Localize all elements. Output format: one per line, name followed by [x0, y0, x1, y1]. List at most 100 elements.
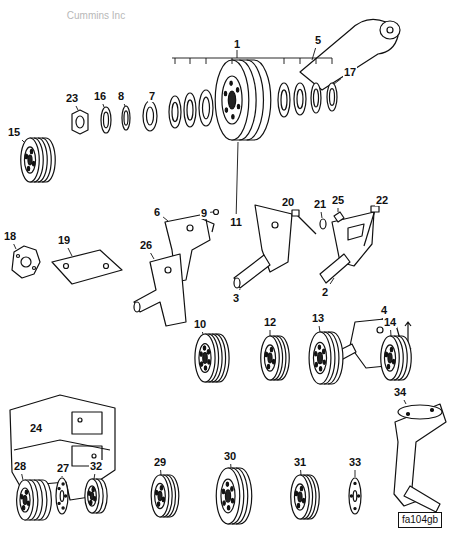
pulley-web — [155, 483, 166, 508]
callout-number: 10 — [193, 318, 207, 330]
bolt-hole — [62, 507, 64, 509]
bolt-hole — [25, 154, 27, 158]
bearing-ring-inner — [187, 100, 193, 120]
hex-nut — [72, 110, 88, 134]
bearing-ring-inner — [281, 90, 287, 110]
callout-number: 31 — [293, 456, 307, 468]
plate-hole — [64, 264, 69, 269]
spindle — [234, 255, 270, 288]
bolt-hole — [318, 345, 320, 349]
bearing-cone — [199, 90, 213, 126]
bolt-hole — [157, 502, 159, 506]
callout-number: 13 — [311, 312, 325, 324]
flange-hole — [33, 267, 36, 270]
leader-line — [76, 106, 78, 110]
bolt-hole — [231, 498, 233, 502]
bolt-hole — [236, 88, 238, 92]
washer — [320, 219, 326, 229]
pulley-bore — [228, 91, 235, 109]
bolt-hole — [270, 347, 272, 351]
figure-code: fa104gb — [398, 512, 442, 528]
bolt-hole — [65, 495, 67, 497]
bolt-hole — [323, 360, 325, 364]
callout-number: 7 — [148, 90, 156, 102]
leader-line — [103, 104, 104, 107]
bearing — [143, 101, 157, 131]
callout-number: 12 — [263, 316, 277, 328]
bolt-hole — [222, 489, 224, 493]
group-tick — [300, 58, 301, 64]
pulley-bore — [28, 155, 32, 165]
leader-line — [334, 79, 341, 84]
bolt-hole — [315, 352, 317, 356]
pulley-web — [294, 484, 305, 510]
bracket-hole — [165, 267, 171, 273]
housing-face — [72, 412, 102, 434]
pulley-web — [24, 147, 35, 173]
callout-number: 1 — [233, 38, 241, 50]
bolt-hole — [315, 362, 317, 366]
bolt-hole — [58, 488, 60, 490]
leader-line — [321, 212, 323, 218]
bearing-ring — [278, 83, 290, 117]
leader-line — [230, 464, 231, 468]
group-bracket — [172, 50, 332, 58]
callout-number: 20 — [281, 196, 295, 208]
leader-line — [390, 330, 391, 336]
adapter-plate — [56, 478, 68, 514]
pulley-groove — [34, 480, 42, 520]
spindle — [320, 254, 350, 283]
flange-hole — [17, 255, 20, 258]
callout-number: 4 — [380, 304, 388, 316]
bolt-hole — [223, 501, 225, 505]
pulley-face — [309, 332, 331, 384]
leader-line — [68, 248, 72, 256]
pulley-face — [17, 480, 34, 520]
snap-ring-inner — [124, 111, 128, 125]
callout-number: 29 — [153, 456, 167, 468]
nut-bore — [76, 116, 84, 128]
leader-line — [404, 400, 406, 404]
plug — [214, 210, 219, 215]
mounting-face — [380, 21, 400, 39]
screw-head — [292, 210, 299, 216]
bolt-hole — [155, 490, 157, 494]
pulley-bore — [158, 491, 162, 500]
housing-edge — [14, 440, 110, 450]
spindle-end — [234, 278, 240, 288]
bolt — [364, 210, 375, 246]
bearing-cup-inner — [297, 89, 303, 108]
bolt-hole — [92, 487, 94, 491]
leader-line — [94, 474, 96, 479]
bolt-hole — [62, 483, 64, 485]
leader-line — [236, 142, 238, 214]
seal-ring-inner — [330, 89, 335, 106]
leader-line — [300, 470, 301, 475]
bolt-hole — [265, 352, 267, 356]
leader-line — [210, 212, 213, 213]
washer — [101, 107, 111, 133]
pulley-web — [221, 479, 235, 513]
pulley-bore — [203, 353, 207, 364]
pulley-web — [264, 345, 275, 371]
bolt-hole — [204, 366, 206, 370]
retaining-ring-inner — [314, 89, 319, 107]
bolt-hole — [226, 482, 228, 486]
pulley-bore — [298, 492, 302, 502]
callout-number: 34 — [393, 386, 407, 398]
group-tick — [284, 58, 285, 64]
bolt-hole — [354, 508, 356, 510]
callout-number: 16 — [93, 90, 107, 102]
group-tick — [332, 58, 333, 64]
pulley-bore — [318, 352, 323, 363]
bolt-hole — [230, 81, 232, 85]
slot — [348, 224, 364, 240]
group-tick — [316, 58, 317, 64]
bolt-hole — [21, 495, 23, 499]
cap-screw — [296, 214, 316, 234]
leader-line — [124, 104, 126, 106]
bolt-hole — [232, 115, 234, 119]
leader-line — [270, 330, 271, 336]
bolt-hole — [208, 360, 210, 364]
leader-line — [239, 289, 240, 290]
